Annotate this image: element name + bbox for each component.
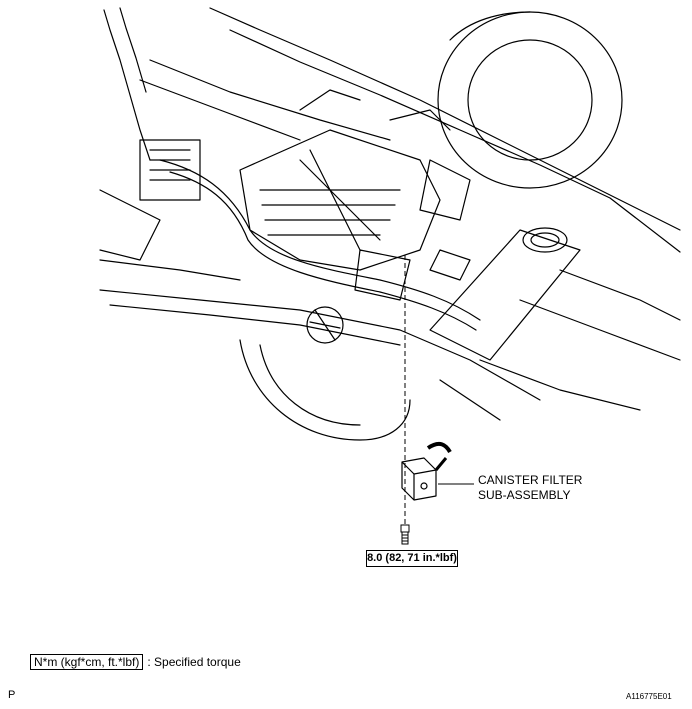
torque-specification-box: 8.0 (82, 71 in.*lbf) [366, 550, 458, 567]
canister-filter-label-line1: CANISTER FILTER [478, 473, 583, 487]
spare-tire-outer [437, 11, 623, 189]
canister-filter-icon [401, 441, 452, 501]
legend-unit-box: N*m (kgf*cm, ft.*lbf) [30, 654, 144, 670]
frame-rail-upper [209, 7, 681, 231]
figure-id: A116775E01 [626, 692, 672, 701]
bolt-icon [400, 524, 410, 545]
rear-wheel [239, 339, 411, 441]
corner-letter: P [8, 689, 16, 701]
spare-tire-inner [467, 39, 593, 161]
canister-filter-label: CANISTER FILTER SUB-ASSEMBLY [478, 473, 582, 503]
rear-axle [99, 289, 541, 401]
fuel-tank [239, 129, 441, 271]
differential [306, 306, 344, 344]
muffler [429, 229, 581, 361]
torque-legend: N*m (kgf*cm, ft.*lbf) : Specified torque [30, 654, 241, 670]
canister-filter-label-line2: SUB-ASSEMBLY [478, 488, 571, 502]
legend-description: : Specified torque [147, 655, 241, 669]
frame-rail-left [103, 9, 151, 161]
exhaust-pipe [159, 159, 481, 321]
